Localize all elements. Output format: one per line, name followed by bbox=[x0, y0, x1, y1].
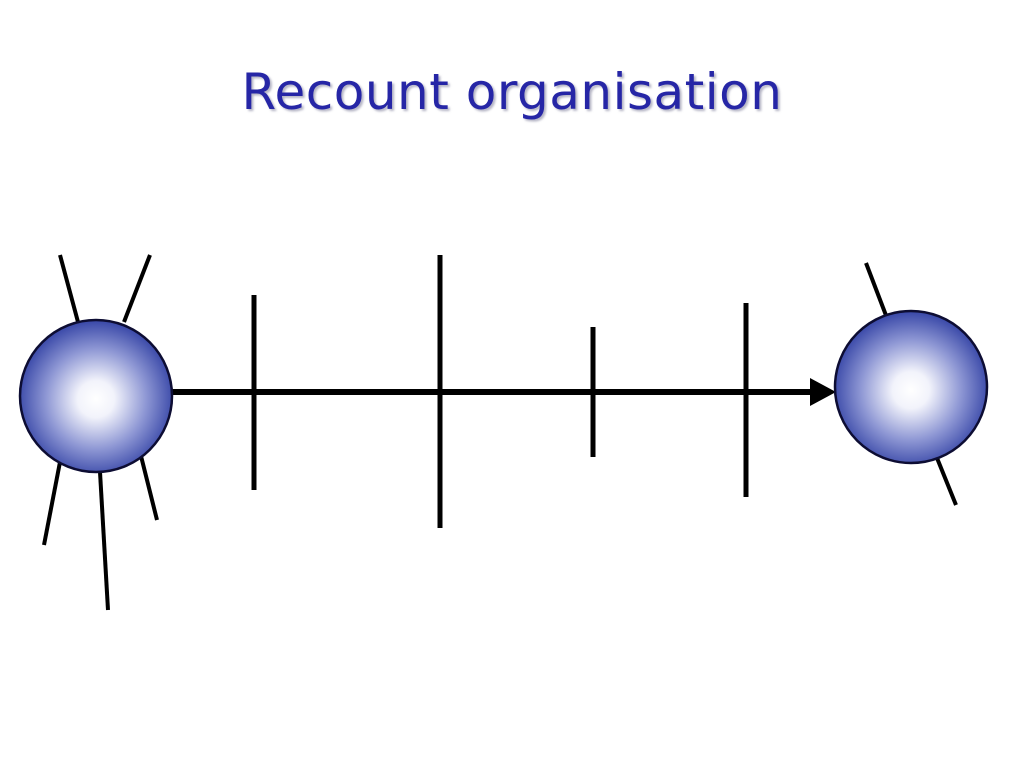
spoke bbox=[122, 254, 152, 323]
spoke bbox=[42, 461, 62, 546]
spoke bbox=[138, 451, 159, 521]
spoke bbox=[58, 254, 80, 323]
timeline-ticks bbox=[251, 255, 749, 528]
spoke bbox=[98, 471, 110, 611]
arrow-head bbox=[810, 378, 836, 406]
spoke bbox=[864, 262, 889, 319]
start-node-spokes bbox=[42, 254, 159, 611]
slide-title: Recount organisation bbox=[241, 63, 783, 121]
end-node bbox=[833, 309, 989, 465]
spoke bbox=[935, 457, 958, 506]
start-node bbox=[18, 318, 174, 474]
end-node-spokes bbox=[864, 262, 958, 506]
